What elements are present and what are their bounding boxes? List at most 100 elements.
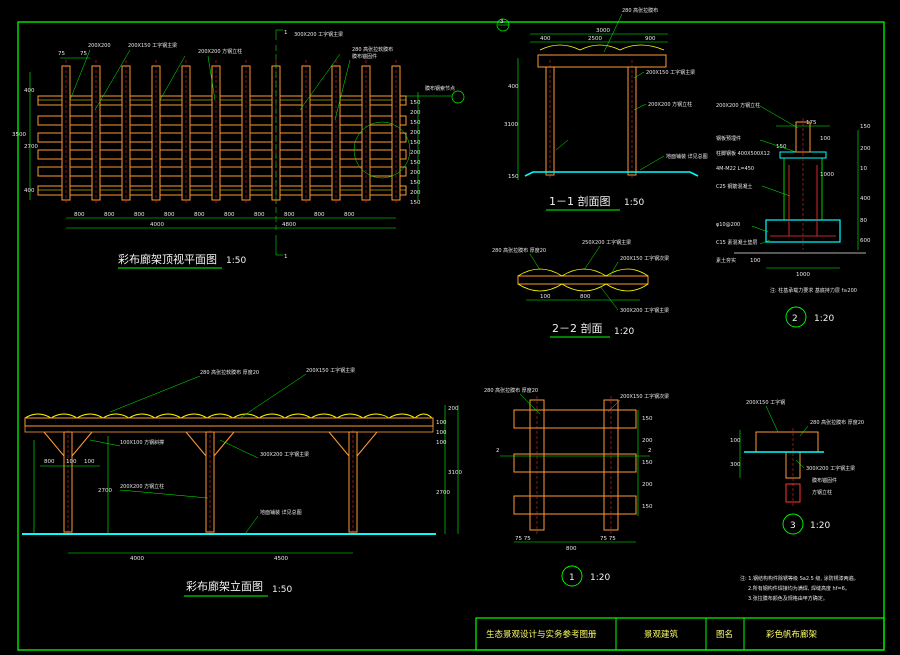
detail2-dim: 175 (806, 120, 817, 126)
section11-note: 280 高张拉膜布 (622, 7, 658, 14)
section22-title: 2－2 剖面 (552, 321, 603, 335)
detail1-dim: 200 (642, 482, 653, 488)
plan-top-dim-1: 75 (58, 51, 65, 57)
detail1-leaders (519, 393, 621, 415)
elevation-left-dim: 100 (66, 459, 77, 465)
detail3-dim: 300 (730, 462, 741, 468)
detail2-scale: 1:20 (814, 314, 834, 324)
plan-right-dim: 150 (410, 160, 421, 166)
section11-leaders (555, 13, 665, 171)
detail2-column (795, 121, 811, 153)
elevation-right-dim: 100 (436, 420, 447, 426)
plan-bottom-dim: 800 (164, 212, 175, 218)
detail2-dim: 80 (860, 218, 867, 224)
detail2-dim: 100 (820, 136, 831, 142)
plan-right-dim: 200 (410, 150, 421, 156)
plan-right-dim: 150 (410, 180, 421, 186)
detail-1: 75 75 800 75 75 150 200 150 200 150 2 2 … (484, 387, 669, 587)
detail1-dim: 75 75 (600, 536, 616, 542)
plan-right-dim: 200 (410, 170, 421, 176)
section22-beam (517, 275, 649, 285)
detail1-dim: 75 75 (515, 536, 531, 542)
elevation-note: 300X200 工字钢主梁 (260, 451, 309, 458)
plan-bottom-dim: 800 (314, 212, 325, 218)
elevation-title: 彩布廊架立面图 (186, 579, 263, 593)
detail3-label-circle (782, 513, 804, 535)
elevation-right-dim: 200 (448, 406, 459, 412)
elevation-beam-lower (24, 425, 434, 433)
detail2-dim: 200 (860, 146, 871, 152)
plan-note: 膜布锚固件 (352, 53, 377, 60)
section11-note: 地面铺装 详见总图 (666, 153, 708, 160)
detail1-section-mark: 2 (496, 448, 500, 454)
section22-note: 280 高张拉膜布 厚度20 (492, 247, 546, 254)
detail1-scale: 1:20 (590, 573, 610, 583)
titleblock-category: 景观建筑 (644, 629, 679, 640)
elevation-scale: 1:50 (272, 585, 292, 595)
detail2-rebar (770, 165, 836, 237)
detail2-note: φ10@200 (716, 222, 740, 228)
section11-note: 200X150 工字钢主梁 (646, 69, 695, 76)
section11-top-dim: 400 (540, 36, 551, 42)
elevation-right-dim: 100 (436, 430, 447, 436)
general-note: 注: 1.钢结构构件除锈等级 Sa2.5 级, 涂防锈漆两遍。 (740, 575, 859, 582)
detail1-members (513, 399, 637, 531)
detail2-label-circle (785, 306, 807, 328)
detail2-note: 柱脚钢板 400X500X12 (716, 150, 770, 157)
plan-right-dim: 150 (410, 120, 421, 126)
detail2-dim: 400 (860, 196, 871, 202)
section11-top-dim: 900 (645, 36, 656, 42)
plan-note: 300X200 工字钢主梁 (294, 31, 343, 38)
section22-note: 250X200 工字钢主梁 (582, 239, 631, 246)
plan-left-dim-1: 400 (24, 88, 35, 94)
drawing-frame (17, 21, 885, 651)
section11-left-dim: 3100 (504, 122, 518, 128)
elevation-note: 200X150 工字钢主梁 (306, 367, 355, 374)
plan-bottom-dim: 800 (134, 212, 145, 218)
detail2-note: 注: 柱基承载力要求 基底持力层 f≥200 (770, 287, 857, 294)
elevation-right-dim: 100 (436, 440, 447, 446)
section11-note: 200X200 方钢立柱 (648, 101, 692, 108)
elevation-beam (24, 417, 434, 427)
elevation-fabric (24, 413, 433, 419)
elevation-centerlines (67, 430, 354, 534)
section11-ground (524, 171, 699, 177)
elevation-note: 地面铺装 详见总图 (260, 509, 302, 516)
section11-left-dim: 400 (508, 84, 519, 90)
titleblock-project: 生态景观设计与实务参考图册 (486, 629, 597, 640)
plan-left-dim-2: 2700 (24, 144, 38, 150)
elevation-note: 280 高张拉软膜布 厚度20 (200, 369, 259, 376)
section-2-2: 800 100 280 高张拉膜布 厚度20 250X200 工字钢主梁 200… (492, 239, 669, 338)
elevation-left-dim: 800 (44, 459, 55, 465)
general-note: 3.张拉膜布颜色及规格由甲方确定。 (748, 595, 828, 602)
plan-left-dim-4: 3500 (12, 132, 26, 138)
detail1-note: 200X150 工字钢次梁 (620, 393, 669, 400)
general-notes: 注: 1.钢结构构件除锈等级 Sa2.5 级, 涂防锈漆两遍。 2.所有钢构件焊… (740, 575, 859, 602)
plan-note: 200X150 工字钢主梁 (128, 42, 177, 49)
section11-callout-num: 3 (500, 19, 504, 25)
plan-section-mark: 1 (284, 30, 288, 36)
plan-right-dim: 150 (410, 200, 421, 206)
detail3-note: 方钢立柱 (812, 489, 832, 496)
plan-purlins (37, 95, 407, 196)
detail3-note: 膜布锚固件 (812, 477, 837, 484)
section22-leaders (529, 245, 619, 311)
plan-view: 75 75 400 2700 400 3500 800 800 800 800 … (12, 29, 465, 269)
elevation-braces (43, 431, 378, 457)
detail2-dim: 100 (750, 258, 761, 264)
section22-fabric (517, 268, 649, 277)
detail2-dim-lines (766, 125, 859, 269)
elevation-note: 200X200 方钢立柱 (120, 483, 164, 490)
section11-top-dim: 2500 (588, 36, 602, 42)
section11-scale: 1:50 (624, 198, 644, 208)
elevation-dim-lines (33, 405, 459, 554)
plan-bottom-dim: 800 (224, 212, 235, 218)
detail3-note: 300X200 工字钢主梁 (806, 465, 855, 472)
section11-left-dim: 150 (508, 174, 519, 180)
detail2-note: 200X200 方钢立柱 (716, 102, 760, 109)
elevation-left-dim: 2700 (98, 488, 112, 494)
detail1-dim: 150 (642, 460, 653, 466)
plan-bottom-dim: 800 (74, 212, 85, 218)
elevation-leaders (89, 373, 307, 535)
